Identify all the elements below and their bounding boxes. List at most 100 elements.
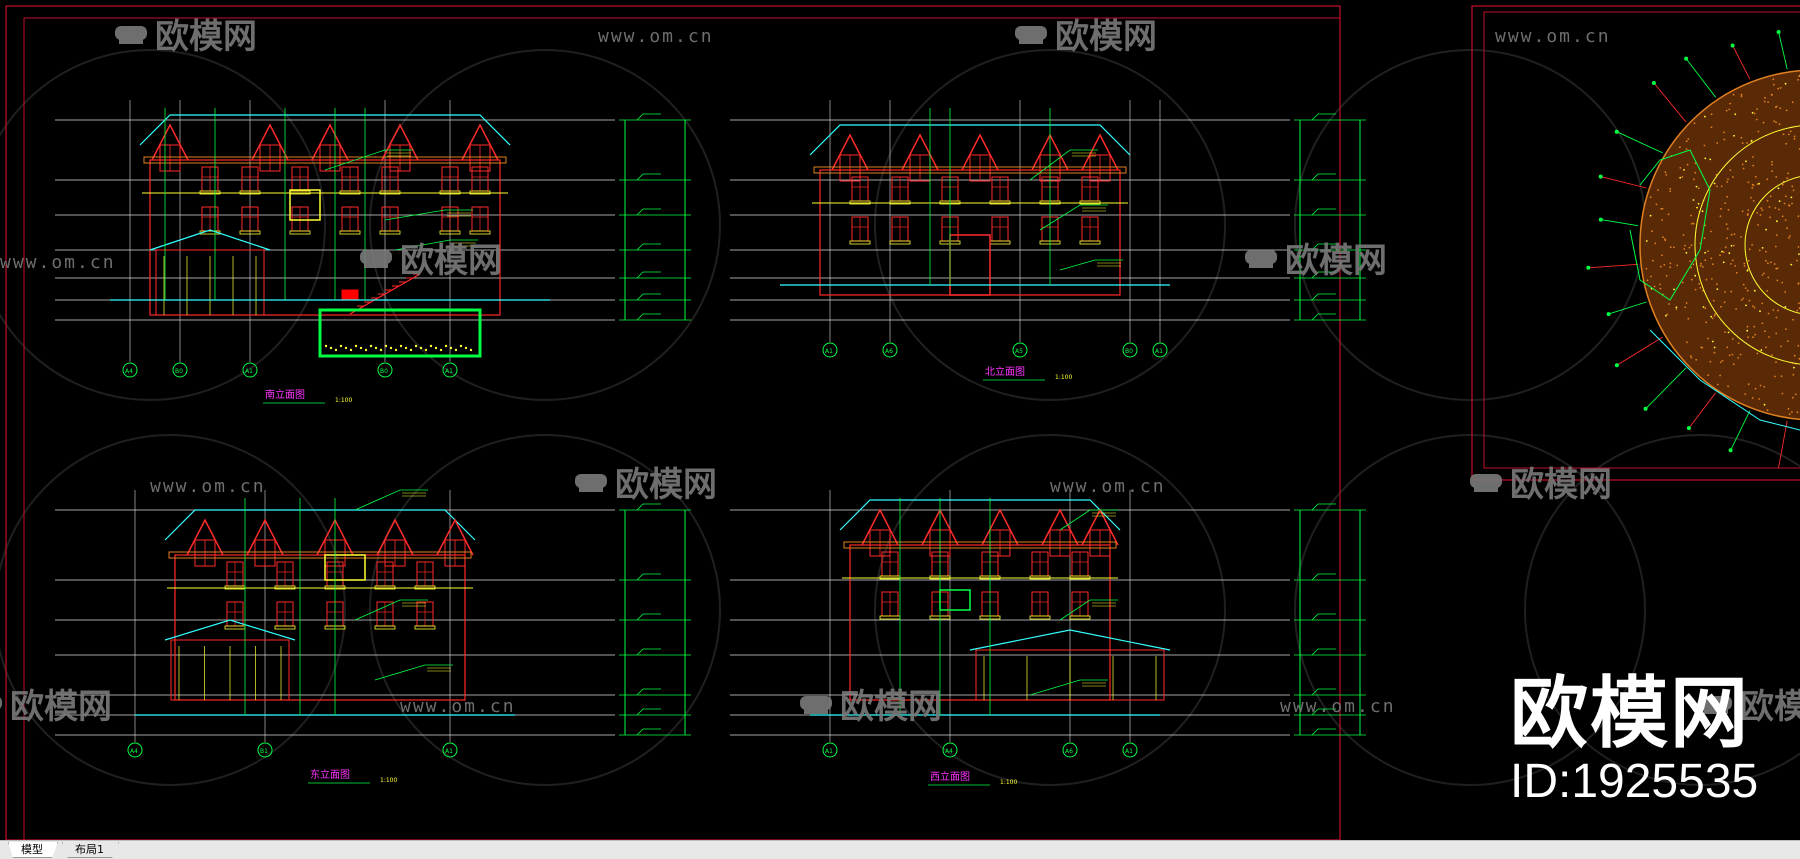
texture-dot [1746, 142, 1748, 144]
texture-dot [1716, 142, 1718, 144]
site-plan [1586, 30, 1800, 475]
watermark-brand: 欧模网 [10, 687, 112, 727]
texture-dot [1724, 202, 1726, 204]
texture-dot [1798, 246, 1800, 248]
plan-leader [1588, 264, 1638, 268]
texture-dot [1647, 279, 1649, 281]
gravel-dot [365, 349, 367, 351]
texture-dot [1781, 282, 1783, 284]
texture-dot [1665, 315, 1667, 317]
watermark-logo-icon [115, 26, 147, 40]
level-mark [637, 614, 661, 620]
texture-dot [1722, 360, 1724, 362]
texture-dot [1735, 308, 1737, 310]
texture-dot [1796, 260, 1798, 262]
texture-dot [1763, 273, 1765, 275]
texture-dot [1723, 132, 1725, 134]
watermark-logo-icon [800, 696, 832, 710]
texture-dot [1681, 176, 1683, 178]
texture-dot [1757, 183, 1759, 185]
texture-dot [1650, 276, 1652, 278]
tab-model[interactable]: 模型 [8, 842, 58, 858]
texture-dot [1690, 215, 1692, 217]
level-mark [637, 649, 661, 655]
texture-dot [1785, 195, 1787, 197]
texture-dot [1761, 303, 1763, 305]
texture-dot [1704, 116, 1706, 118]
texture-dot [1660, 288, 1662, 290]
tab-layout1[interactable]: 布局1 [62, 842, 119, 858]
watermark-logo-icon [1474, 486, 1498, 492]
texture-dot [1646, 268, 1648, 270]
plan-leader-dot [1586, 266, 1590, 270]
texture-dot [1752, 184, 1754, 186]
texture-dot [1797, 345, 1799, 347]
texture-dot [1665, 174, 1667, 176]
texture-dot [1695, 359, 1697, 361]
texture-dot [1787, 340, 1789, 342]
gravel-dot [355, 345, 357, 347]
texture-dot [1765, 251, 1767, 253]
elevation-title: 西立面图 [930, 770, 970, 783]
texture-dot [1691, 223, 1693, 225]
texture-dot [1785, 328, 1787, 330]
texture-dot [1713, 300, 1715, 302]
texture-dot [1694, 122, 1696, 124]
texture-dot [1714, 313, 1716, 315]
texture-dot [1772, 309, 1774, 311]
texture-dot [1666, 314, 1668, 316]
texture-dot [1760, 349, 1762, 351]
texture-dot [1789, 205, 1791, 207]
watermark-logo-icon [1015, 26, 1047, 40]
texture-dot [1768, 336, 1770, 338]
level-mark [1312, 314, 1336, 320]
watermark-url: www.om.cn [1050, 476, 1166, 497]
texture-dot [1696, 207, 1698, 209]
texture-dot [1758, 398, 1760, 400]
texture-dot [1767, 262, 1769, 264]
accent-block [290, 190, 320, 220]
axis-label: A6 [885, 348, 893, 355]
texture-dot [1683, 169, 1685, 171]
texture-dot [1754, 307, 1756, 309]
texture-dot [1670, 246, 1672, 248]
gravel-dot [470, 349, 472, 351]
texture-dot [1748, 260, 1750, 262]
texture-dot [1693, 264, 1695, 266]
texture-dot [1710, 361, 1712, 363]
plan-leader-dot [1687, 426, 1691, 430]
texture-dot [1687, 164, 1689, 166]
texture-dot [1743, 284, 1745, 286]
texture-dot [1716, 288, 1718, 290]
texture-dot [1785, 143, 1787, 145]
texture-dot [1728, 252, 1730, 254]
plan-leader-dot [1607, 312, 1611, 316]
texture-dot [1684, 245, 1686, 247]
texture-dot [1728, 332, 1730, 334]
texture-dot [1789, 413, 1791, 415]
roof-outline [140, 115, 510, 145]
texture-dot [1714, 183, 1716, 185]
elevation-title: 东立面图 [310, 768, 350, 781]
texture-dot [1785, 83, 1787, 85]
texture-dot [1709, 159, 1711, 161]
plan-leader-dot [1652, 81, 1656, 85]
texture-dot [1720, 215, 1722, 217]
texture-dot [1780, 87, 1782, 89]
texture-dot [1724, 331, 1726, 333]
texture-dot [1766, 290, 1768, 292]
texture-dot [1730, 291, 1732, 293]
texture-dot [1762, 274, 1764, 276]
texture-dot [1693, 223, 1695, 225]
texture-dot [1751, 187, 1753, 189]
level-mark [1312, 614, 1336, 620]
texture-dot [1702, 266, 1704, 268]
texture-dot [1652, 260, 1654, 262]
texture-dot [1690, 267, 1692, 269]
watermark-logo-icon [1249, 262, 1273, 268]
watermark-brand: 欧模网 [1285, 241, 1387, 281]
texture-dot [1767, 101, 1769, 103]
texture-dot [1775, 176, 1777, 178]
